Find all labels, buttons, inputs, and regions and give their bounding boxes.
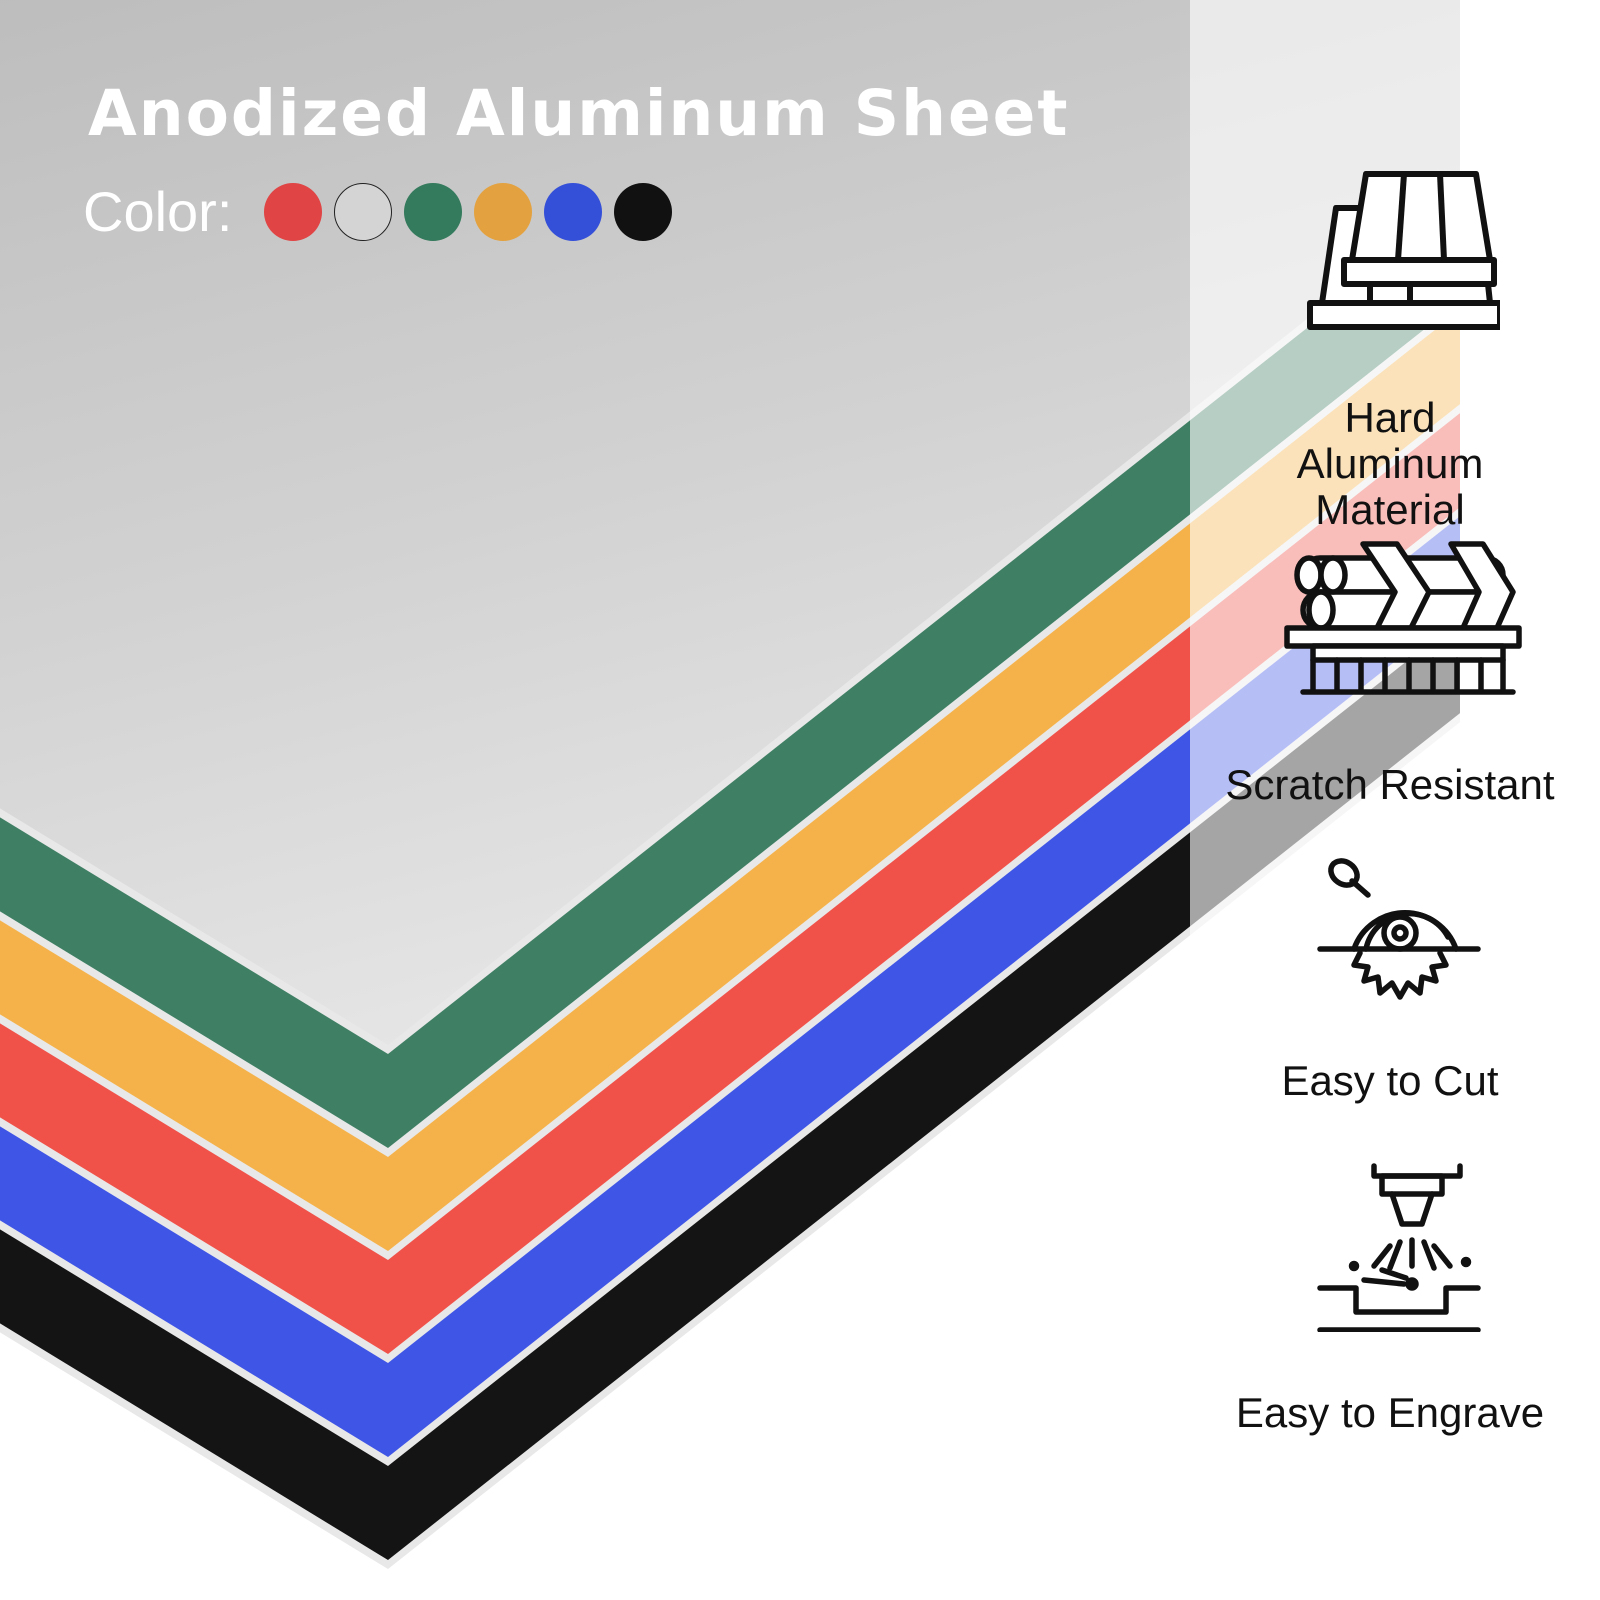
stacked-plates-icon	[1307, 171, 1500, 330]
metal-bars-icon	[1284, 541, 1522, 695]
color-label: Color:	[83, 180, 233, 243]
swatch-black[interactable]	[614, 183, 673, 241]
feature-label-hard-material: Hard Aluminum Material	[1296, 394, 1484, 533]
swatch-blue[interactable]	[544, 183, 603, 241]
feature-label-easy-to-engrave: Easy to Engrave	[1235, 1389, 1545, 1436]
laser-engraver-icon	[1317, 1163, 1481, 1332]
page-title: Anodized Aluminum Sheet	[88, 77, 1070, 150]
sheet-silver	[0, 0, 1460, 1045]
swatch-silver[interactable]	[334, 183, 393, 241]
swatch-green[interactable]	[404, 183, 463, 241]
swatch-red[interactable]	[264, 183, 323, 241]
circular-saw-icon	[1317, 858, 1481, 1000]
feature-label-easy-to-cut: Easy to Cut	[1281, 1057, 1499, 1104]
swatch-gold[interactable]	[474, 183, 533, 241]
feature-label-scratch-resistant: Scratch Resistant	[1225, 761, 1555, 808]
color-options: Color:	[83, 182, 684, 242]
